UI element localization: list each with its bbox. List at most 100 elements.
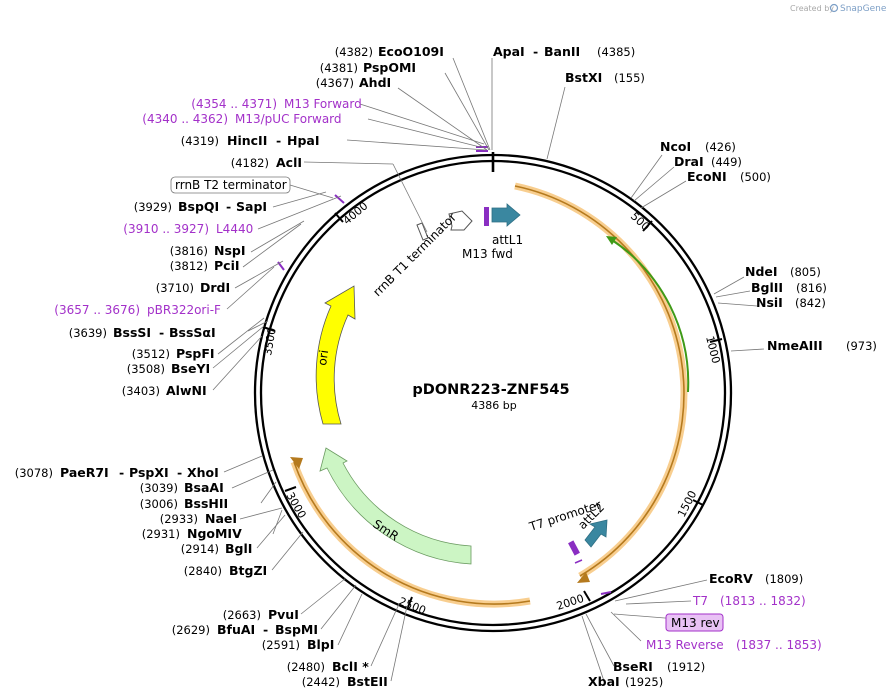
site-name: NsiI	[756, 295, 783, 310]
primer-name: M13 Forward	[284, 97, 362, 111]
m13-rev-marker	[600, 591, 612, 595]
primer-range: (4340 .. 4362)	[142, 112, 228, 126]
tick-label-2000: 2000	[555, 592, 586, 613]
site-name: PspOMI	[363, 60, 416, 75]
primer-range: (3657 .. 3676)	[54, 303, 140, 317]
site-pos: (4382)	[335, 45, 373, 59]
primer-name: L4440	[216, 222, 253, 236]
site-pos: (2663)	[223, 608, 261, 622]
rrnb-t2-label: rrnB T2 terminator	[175, 178, 287, 192]
site-sep: -	[276, 133, 281, 148]
site-pos: (3508)	[127, 362, 165, 376]
primer-range: (1837 .. 1853)	[736, 638, 822, 652]
site-name: PaeR7I	[60, 465, 109, 480]
leader-lines-right	[491, 58, 765, 682]
site-pos: (3078)	[15, 466, 53, 480]
site-pos: (842)	[795, 296, 826, 310]
attl2-marker	[568, 540, 580, 556]
site-name: XbaI	[588, 674, 620, 689]
site-name: EcoNI	[687, 169, 727, 184]
site-name: AclI	[276, 155, 302, 170]
rrnb-t1-label: rrnB T1 terminator	[370, 210, 459, 299]
site-name: BtgZI	[229, 563, 267, 578]
site-pos: (449)	[711, 155, 742, 169]
primer-range: (1813 .. 1832)	[720, 594, 806, 608]
site-name: BanII	[544, 44, 580, 59]
feature-arc-bottom	[293, 461, 531, 605]
site-name: XhoI	[187, 465, 219, 480]
rrnb-t1-arrow	[448, 210, 473, 231]
site-pos: (4319)	[181, 134, 219, 148]
site-name: BlpI	[307, 637, 334, 652]
site-pos: (500)	[740, 170, 771, 184]
site-pos: (2629)	[172, 623, 210, 637]
site-name: BseRI	[613, 659, 653, 674]
attl2-arrow	[584, 519, 608, 548]
site-pos: (155)	[614, 71, 645, 85]
site-pos: (4182)	[231, 156, 269, 170]
site-name: BseYI	[171, 361, 210, 376]
site-name: BspQI	[178, 199, 219, 214]
site-pos: (4385)	[597, 45, 635, 59]
site-name: NgoMIV	[187, 526, 242, 541]
m13-rev-label: M13 rev	[671, 616, 720, 630]
primer-name: M13 Reverse	[646, 638, 724, 652]
site-pos: (3403)	[122, 384, 160, 398]
site-pos: (426)	[705, 140, 736, 154]
primer-range: (3910 .. 3927)	[123, 222, 209, 236]
site-name: BstEII	[347, 674, 388, 689]
ori-label: ori	[315, 349, 331, 366]
site-pos: (2914)	[181, 542, 219, 556]
rrnb-t2-box	[170, 176, 291, 194]
site-sep: -	[159, 325, 164, 340]
site-name: BstXI	[565, 70, 602, 85]
site-name: BglII	[751, 280, 783, 295]
m13-rev-box	[665, 613, 724, 632]
site-pos: (3816)	[170, 244, 208, 258]
site-pos: (4381)	[320, 61, 358, 75]
scale-ticks	[262, 212, 723, 608]
left-site-labels: (4382) EcoO109I (4381) PspOMI (4367) Ahd…	[15, 44, 444, 689]
tick-label-4000: 4000	[341, 199, 371, 227]
site-name: PspXI	[129, 465, 169, 480]
snapgene-logo-icon	[829, 3, 839, 13]
rrnb-t2-small-arrow	[416, 222, 429, 241]
site-pos: (2933)	[160, 512, 198, 526]
site-name: DrdI	[200, 280, 230, 295]
site-name: BspMI	[275, 622, 318, 637]
site-pos: (816)	[796, 281, 827, 295]
site-sep: -	[119, 465, 124, 480]
orf-arrowhead	[606, 236, 617, 245]
site-pos: (3710)	[156, 281, 194, 295]
site-pos: (805)	[790, 265, 821, 279]
attl1-arrow	[491, 203, 521, 227]
site-name: BsaAI	[184, 480, 224, 495]
site-pos: (1925)	[625, 675, 663, 689]
site-pos: (1809)	[765, 572, 803, 586]
site-pos: (2591)	[262, 638, 300, 652]
attl1-label: attL1	[492, 233, 523, 247]
site-pos: (3039)	[140, 481, 178, 495]
site-name: BglI	[225, 541, 252, 556]
site-name: AlwNI	[166, 383, 207, 398]
site-name: HpaI	[287, 133, 320, 148]
site-name: BssSαI	[169, 325, 216, 340]
credit-prefix: Created by	[790, 4, 834, 13]
leader-lines-left	[212, 57, 491, 682]
right-site-labels: ApaI - BanII (4385) BstXI (155) NcoI (42…	[493, 44, 877, 689]
primer-range: (4354 .. 4371)	[191, 97, 277, 111]
attl1-marker	[484, 207, 489, 226]
site-name: EcoRV	[709, 571, 753, 586]
site-pos: (3512)	[132, 347, 170, 361]
arc-right-arrowhead	[577, 572, 590, 583]
arc-bottom-arrowhead	[290, 457, 303, 469]
site-pos: (4367)	[316, 76, 354, 90]
m13fwd-label: M13 fwd	[462, 247, 513, 261]
site-name: PciI	[214, 258, 240, 273]
site-pos: (3812)	[170, 259, 208, 273]
primer-name: M13/pUC Forward	[235, 112, 342, 126]
ori-feature	[315, 285, 356, 425]
site-name: DraI	[674, 154, 704, 169]
plasmid-size: 4386 bp	[471, 399, 516, 412]
site-name: SapI	[236, 199, 267, 214]
